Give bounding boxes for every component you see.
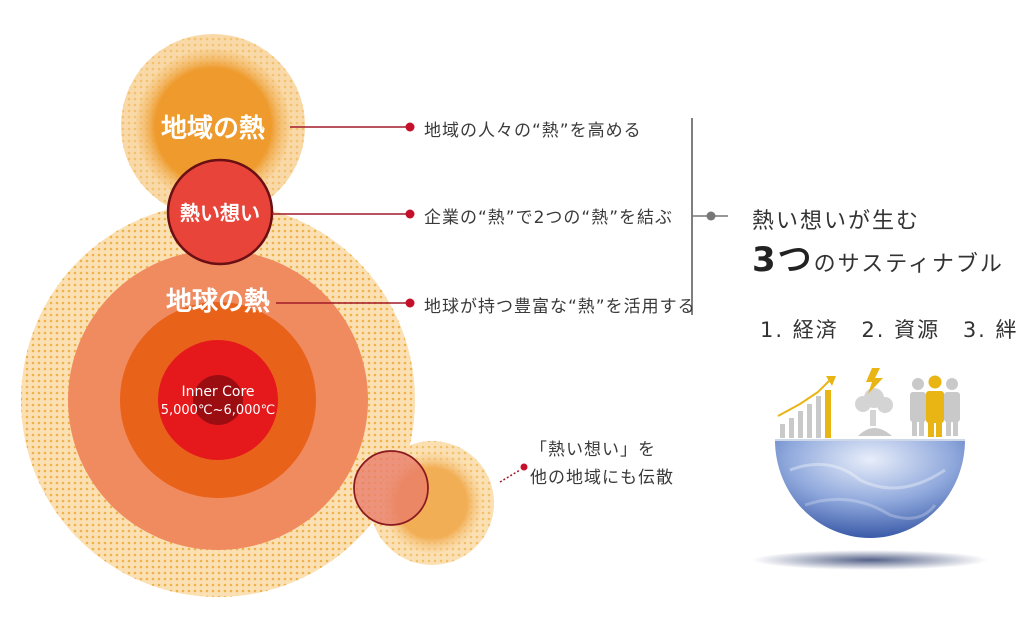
callout-raise-regional-heat: 地域の人々の“熱”を高める — [424, 121, 642, 141]
spread-line-2: 他の地域にも伝散 — [530, 468, 674, 488]
pillars-list: 1. 経済 2. 資源 3. 絆 — [760, 314, 1024, 344]
globe-hemisphere-icon — [752, 439, 988, 570]
connectors — [272, 126, 521, 483]
callout-use-earth-heat: 地球が持つ豊富な“熱”を活用する — [424, 297, 696, 317]
pillar-resources: 2. 資源 — [861, 318, 941, 342]
connector-dot-3 — [405, 298, 415, 308]
inner-core — [193, 375, 243, 425]
lightning-cloud-icon — [855, 368, 893, 436]
earth-heat-group — [21, 203, 415, 597]
right-title-line-2: 3つのサスティナブル — [752, 232, 1004, 281]
pillar-economy: 1. 経済 — [760, 318, 839, 342]
spread-hot-thoughts-small — [353, 450, 429, 526]
earth-heat-label: 地球の熱 — [166, 287, 270, 317]
pillar-bonds: 3. 絆 — [962, 318, 1019, 342]
connector-dot-1 — [405, 122, 415, 132]
bracket-dot — [706, 211, 716, 221]
connector-dot-2 — [405, 209, 415, 219]
connector-dot-spread — [520, 463, 528, 471]
sustainable-text: のサスティナブル — [813, 252, 1004, 277]
regional-heat-group — [121, 34, 305, 218]
hot-thoughts-circle — [166, 158, 274, 266]
regional-heat-circle — [136, 49, 290, 203]
spread-line-1: 「熱い想い」を — [530, 440, 656, 460]
globe-bowl — [775, 440, 965, 538]
connector-dots — [405, 122, 528, 471]
callout-connect-heats: 企業の“熱”で2つの“熱”を結ぶ — [424, 208, 674, 228]
three-count: 3つ — [752, 240, 814, 280]
spread-group — [353, 441, 494, 565]
spread-text: 「熱い想い」を 他の地域にも伝散 — [530, 436, 674, 492]
people-icon — [910, 375, 960, 437]
right-title-line-1: 熱い想いが生む — [752, 209, 921, 234]
regional-heat-label: 地域の熱 — [161, 114, 265, 144]
inner-core-temp: 5,000℃~6,000℃ — [161, 403, 276, 418]
inner-core-title: Inner Core — [181, 384, 254, 400]
bracket — [691, 118, 728, 315]
growth-bars-icon — [777, 376, 836, 438]
connector-line-spread — [499, 469, 521, 483]
globe-shadow — [752, 550, 988, 570]
hot-thoughts-label: 熱い想い — [180, 201, 260, 225]
